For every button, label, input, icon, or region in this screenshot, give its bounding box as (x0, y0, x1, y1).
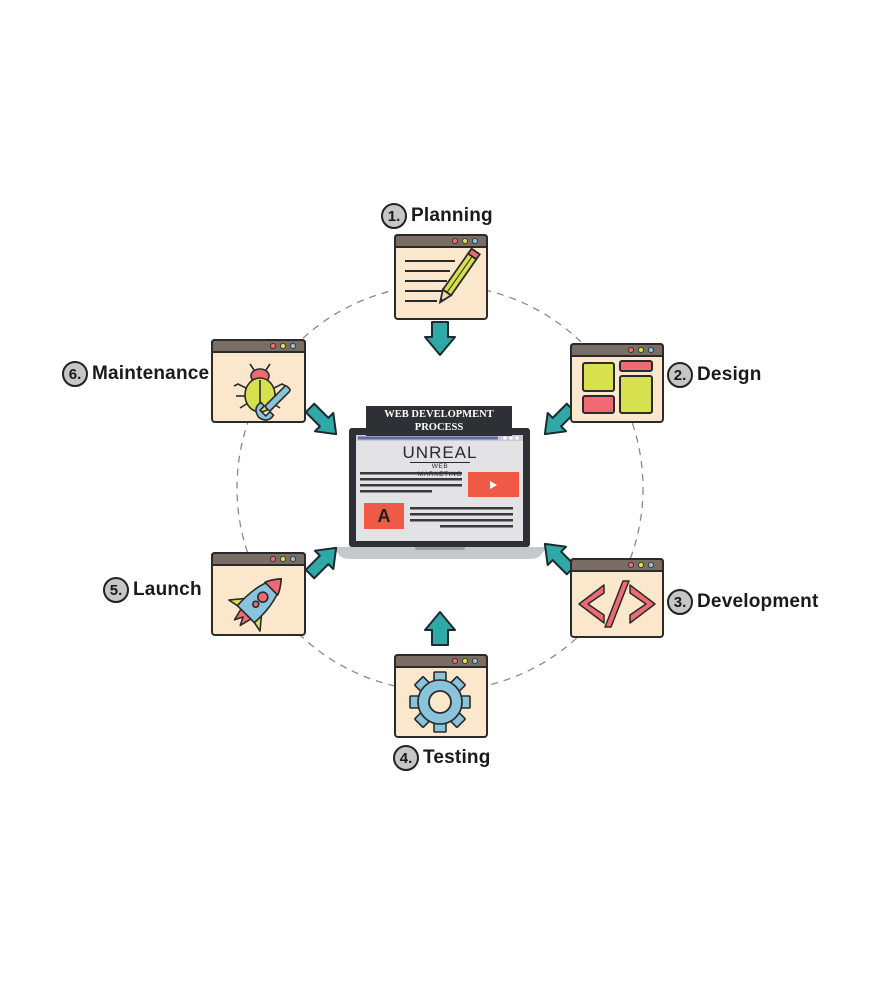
content-lines (360, 472, 513, 528)
document-lines (405, 260, 455, 302)
layout-icon (582, 360, 653, 414)
play-icon (490, 481, 497, 489)
step-title: Design (697, 364, 762, 385)
gear-icon (409, 671, 471, 733)
step-number-badge: 5. (103, 577, 129, 603)
step-label-development: 3. Development (667, 589, 819, 615)
card-maintenance (211, 339, 306, 423)
rocket-icon (228, 577, 283, 632)
pencil-icon (438, 247, 481, 305)
step-number-badge: 4. (393, 745, 419, 771)
banner-line-1: WEB DEVELOPMENT (384, 409, 494, 420)
step-title: Development (697, 591, 819, 612)
step-label-testing: 4. Testing (393, 745, 491, 771)
step-title: Maintenance (92, 363, 210, 384)
brand-subtitle: WEB MARKETING (410, 462, 470, 479)
arrow-planning (424, 321, 456, 356)
bug-wrench-icon (233, 363, 291, 421)
arrow-maintenance (304, 402, 338, 436)
step-title: Testing (423, 747, 491, 768)
card-testing (394, 654, 488, 738)
arrow-design (543, 402, 577, 436)
step-number-badge: 6. (62, 361, 88, 387)
banner-line-2: PROCESS (414, 422, 464, 433)
code-icon (578, 580, 656, 628)
step-label-launch: 5. Launch (103, 577, 202, 603)
ad-block (364, 503, 404, 529)
step-number-badge: 1. (381, 203, 407, 229)
step-number-badge: 3. (667, 589, 693, 615)
brand-logo: UNREAL WEB MARKETING (400, 444, 480, 479)
step-title: Launch (133, 579, 202, 600)
brand-name: UNREAL (402, 443, 478, 462)
process-banner: WEB DEVELOPMENT PROCESS (366, 406, 512, 436)
step-number-badge: 2. (667, 362, 693, 388)
arrow-launch (304, 546, 338, 580)
card-launch (211, 552, 306, 636)
laptop-illustration (333, 428, 547, 559)
card-design (570, 343, 664, 423)
card-planning (394, 234, 488, 320)
step-label-maintenance: 6. Maintenance (62, 361, 209, 387)
step-label-design: 2. Design (667, 362, 762, 388)
card-development (570, 558, 664, 638)
laptop-base (333, 547, 547, 559)
arrow-testing (424, 611, 456, 646)
ad-letter: A (377, 506, 391, 526)
step-title: Planning (411, 205, 493, 226)
step-label-planning: 1. Planning (381, 203, 493, 229)
